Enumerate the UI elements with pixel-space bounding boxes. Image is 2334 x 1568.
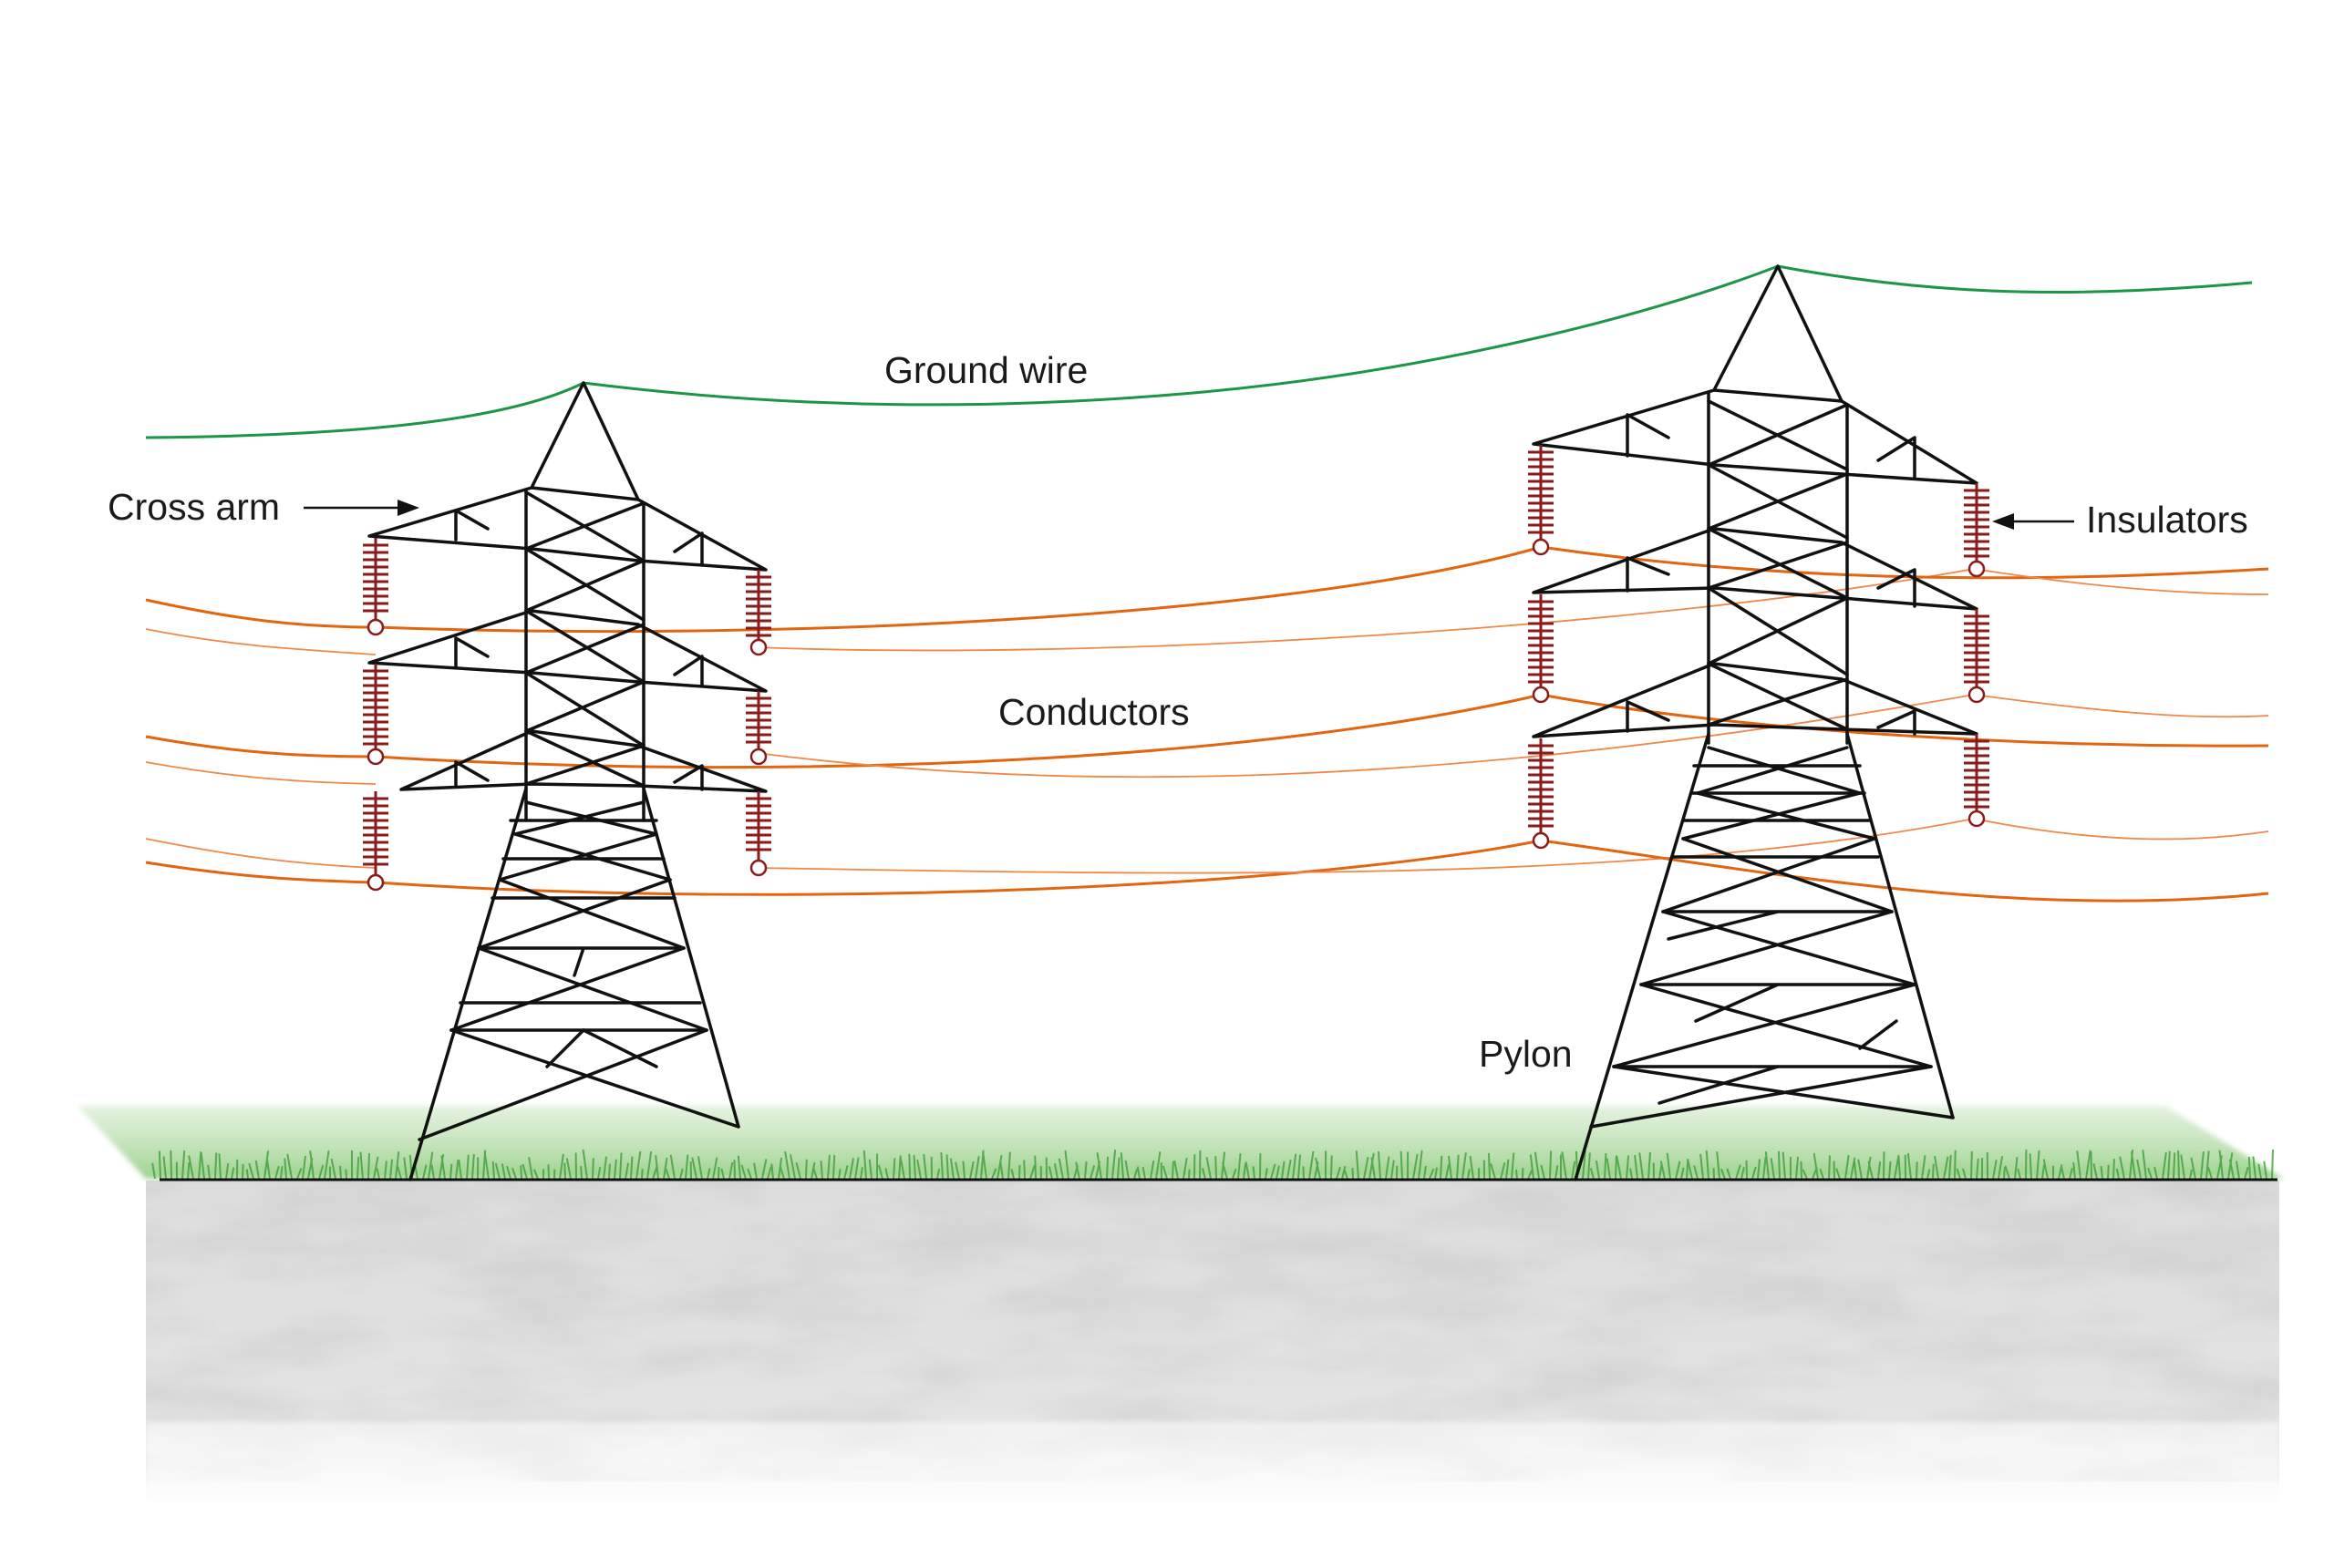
conductor-line xyxy=(1973,568,2269,595)
arrow-right-icon xyxy=(398,500,419,516)
conductor-line xyxy=(756,818,1975,874)
left-pylon xyxy=(367,381,768,1181)
insulator-string xyxy=(1528,738,1554,850)
conductor-line xyxy=(1540,839,2269,903)
insulator-string xyxy=(363,664,388,766)
cross-arm-pointer xyxy=(304,500,419,516)
arrow-left-icon xyxy=(1992,513,2014,530)
conductor-line xyxy=(1540,693,2269,748)
conductor-line xyxy=(145,735,377,758)
grass-layer xyxy=(77,1106,2284,1180)
insulator-pointer xyxy=(1992,513,2074,530)
insulator-string xyxy=(1528,594,1554,704)
pylon-label: Pylon xyxy=(1479,1033,1573,1075)
right-pylon xyxy=(1532,264,1978,1181)
conductor-line xyxy=(1973,818,2269,841)
conductor-line xyxy=(145,838,377,869)
insulator-string xyxy=(1964,483,1989,578)
conductor-line xyxy=(1540,545,2269,580)
insulator-string xyxy=(746,791,771,877)
conductor-line xyxy=(145,628,377,655)
insulators-label: Insulators xyxy=(2086,499,2248,541)
insulator-string xyxy=(1528,445,1554,556)
insulator-string xyxy=(363,538,388,636)
insulator-string xyxy=(363,791,388,892)
conductor-line xyxy=(375,545,1542,634)
insulator-string xyxy=(1964,609,1989,704)
conductors xyxy=(145,545,2269,903)
insulator-string xyxy=(1964,734,1989,828)
cross-arm-label: Cross arm xyxy=(108,486,280,528)
ground-wire-label: Ground wire xyxy=(884,349,1088,391)
conductor-line xyxy=(145,861,377,884)
insulator-string xyxy=(746,570,771,656)
soil-layer xyxy=(146,1181,2279,1513)
conductor-line xyxy=(375,693,1542,769)
conductor-line xyxy=(375,839,1542,896)
insulator-string xyxy=(746,691,771,766)
insulators-group xyxy=(363,445,1989,892)
conductor-line xyxy=(756,694,1975,779)
conductor-line xyxy=(145,598,377,629)
conductor-line xyxy=(1973,694,2269,718)
conductor-line xyxy=(145,761,377,785)
ground-wire xyxy=(145,264,2253,439)
conductor-line xyxy=(756,568,1975,652)
conductors-label: Conductors xyxy=(998,691,1190,733)
